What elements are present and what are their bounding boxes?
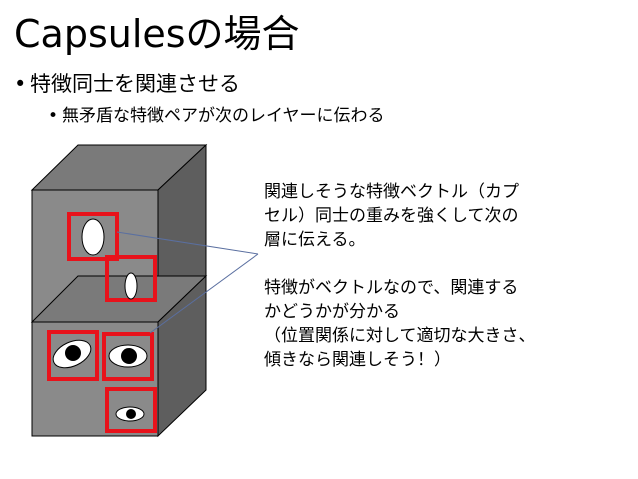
explanation-line: かどうかが分かる [264, 302, 400, 322]
explanation-line: 特徴がベクトルなので、関連する [264, 278, 519, 298]
bullet-level2: •無矛盾な特徴ペアが次のレイヤーに伝わる [48, 104, 385, 128]
feature-ellipse-upper-2 [124, 272, 138, 300]
slide-title: Capsulesの場合 [14, 12, 300, 56]
connector-line-1 [116, 231, 259, 255]
paragraph-gap [264, 252, 536, 276]
feature-box-upper-2 [105, 255, 157, 302]
bullet-marker: • [14, 72, 27, 96]
eye-feature-1 [52, 339, 92, 369]
connector-line-2 [149, 253, 259, 334]
explanation-line: セル）同士の重みを強くして次の [264, 206, 519, 226]
feature-box-lower-3 [105, 387, 157, 433]
eye-feature-2 [108, 344, 148, 368]
eye-feature-3 [115, 406, 145, 422]
feature-ellipse-upper-1 [81, 218, 105, 256]
explanation-line: （位置関係に対して適切な大きさ、 [264, 326, 536, 346]
bullet-marker: • [48, 106, 59, 126]
explanation-line: 関連しそうな特徴ベクトル（カプ [264, 182, 519, 202]
feature-box-upper-1 [67, 212, 119, 261]
bullet-level1-text: 特徴同士を関連させる [30, 72, 240, 96]
explanation-line: 層に伝える。 [264, 230, 366, 250]
explanation-line: 傾きなら関連しそう！） [264, 350, 451, 370]
bullet-level2-text: 無矛盾な特徴ペアが次のレイヤーに伝わる [62, 106, 385, 126]
bullet-level1: •特徴同士を関連させる [14, 70, 240, 98]
explanation-text: 関連しそうな特徴ベクトル（カプ セル）同士の重みを強くして次の 層に伝える。 特… [264, 180, 536, 372]
feature-box-lower-2 [102, 332, 154, 381]
feature-box-lower-1 [47, 330, 99, 381]
